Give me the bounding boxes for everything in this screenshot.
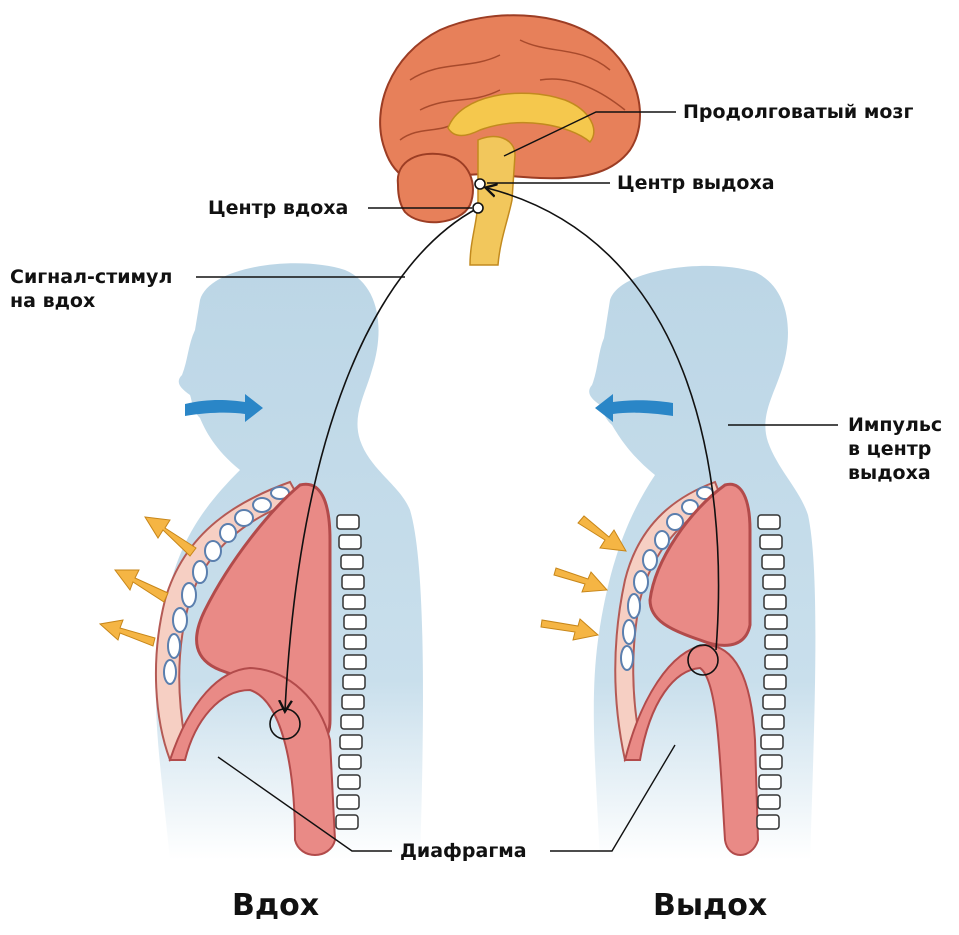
exhale-body <box>589 266 815 860</box>
exhale-center-node <box>475 179 485 189</box>
inhale-signal-label: Сигнал-стимул на вдох <box>10 265 172 313</box>
inhale-body <box>156 263 423 860</box>
brain <box>380 15 640 265</box>
exhale-center-label: Центр выдоха <box>617 171 775 195</box>
exhale-title: Выдох <box>653 888 767 923</box>
exhale-impulse-label: Импульс в центр выдоха <box>848 413 942 485</box>
medulla-label: Продолговатый мозг <box>683 100 913 124</box>
cerebellum <box>398 154 473 223</box>
inhale-center-node <box>473 203 483 213</box>
inhale-title: Вдох <box>232 888 319 923</box>
diaphragm-label: Диафрагма <box>400 839 527 863</box>
inhale-center-label: Центр вдоха <box>208 196 348 220</box>
